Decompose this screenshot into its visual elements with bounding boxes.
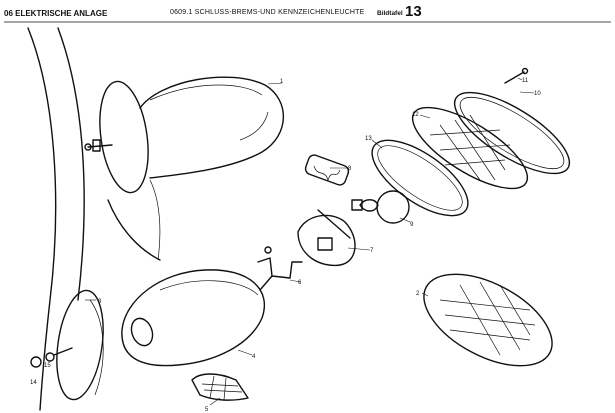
callout-14: 14 [30, 380, 37, 386]
rim-screw [504, 67, 529, 84]
bulb-holder [297, 209, 356, 267]
callout-10: 10 [534, 91, 541, 97]
plate-label: Bildtafel [377, 10, 403, 17]
callout-9: 9 [410, 222, 414, 228]
reflector-pad [191, 373, 249, 401]
callout-13: 13 [365, 136, 372, 142]
lamp-housing-lower [121, 269, 266, 367]
callout-1: 1 [280, 79, 284, 85]
base-plate [56, 289, 104, 401]
brake-bulb [351, 190, 410, 224]
plate-number: 13 [405, 3, 422, 20]
callout-2: 2 [416, 291, 420, 297]
callout-8: 8 [348, 166, 352, 172]
callout-3: 3 [98, 299, 102, 305]
lens-upper [411, 106, 529, 190]
lamp-housing-upper [84, 76, 285, 194]
lens-rim [453, 91, 571, 175]
callout-labels: 1 2 3 4 5 6 7 8 9 10 11 12 13 14 15 [30, 78, 541, 413]
callout-12: 12 [412, 112, 419, 118]
mounting-bracket [257, 246, 303, 291]
lens-lower [423, 273, 553, 367]
nut-and-washer [30, 347, 73, 368]
festoon-bulb [304, 154, 350, 186]
callout-11: 11 [522, 78, 529, 84]
callout-leaders [85, 77, 535, 406]
callout-15: 15 [44, 363, 51, 369]
callout-4: 4 [252, 354, 256, 360]
callout-6: 6 [298, 280, 302, 286]
fender-outline [27, 27, 161, 411]
section-title: 06 ELEKTRISCHE ANLAGE [4, 9, 108, 18]
callout-7: 7 [370, 248, 374, 254]
diagram-title: 0609.1 SCHLUSS-BREMS-UND KENNZEICHENLEUC… [170, 9, 365, 16]
callout-5: 5 [205, 407, 209, 413]
